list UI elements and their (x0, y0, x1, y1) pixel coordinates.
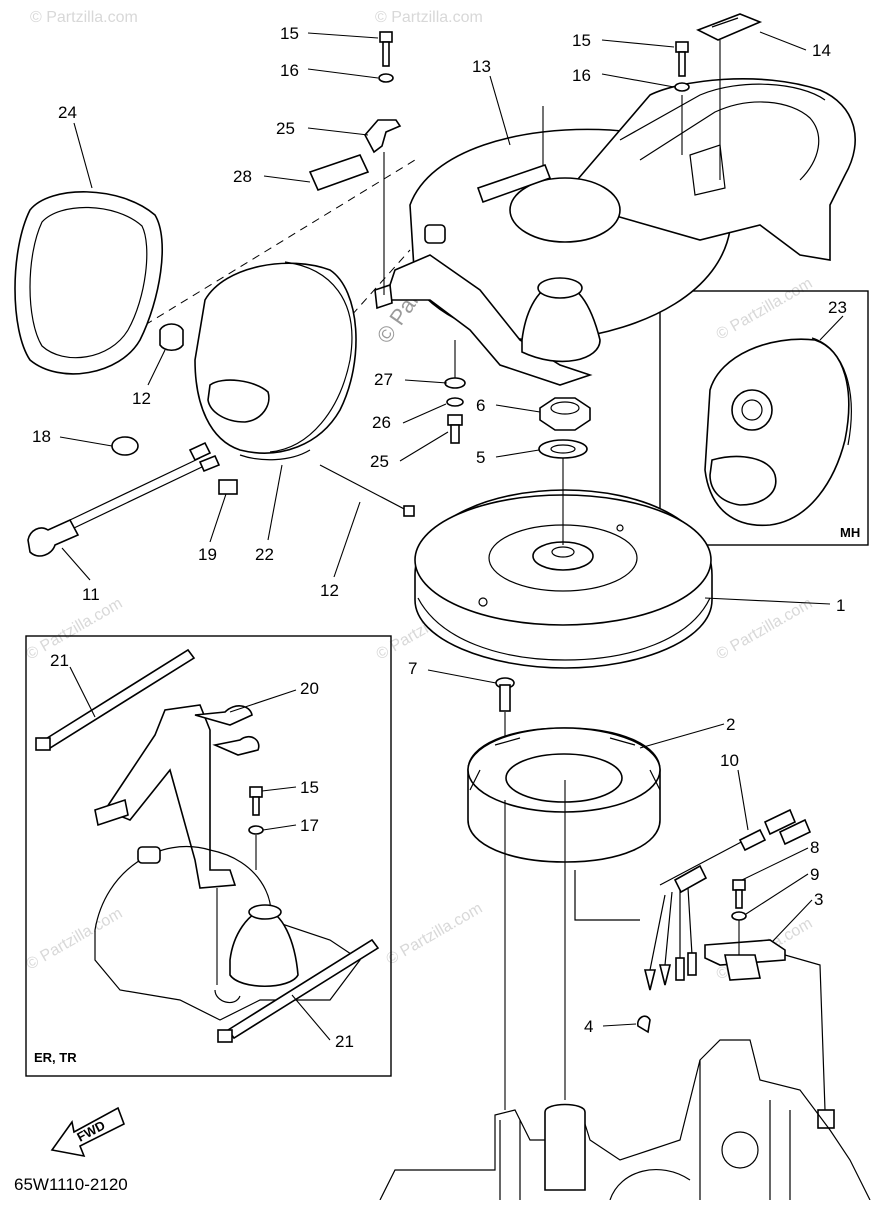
callout-1: 1 (836, 596, 845, 615)
stator-bolt (495, 677, 515, 712)
collar (444, 377, 466, 389)
stator-lead (574, 808, 812, 991)
mh-silencer (704, 337, 852, 527)
bolt-top-left (378, 31, 394, 83)
watermark-text: © Partzilla.com (24, 595, 126, 664)
intake-silencer (194, 261, 357, 461)
er-tr-washer (248, 825, 264, 835)
er-tr-inset-box (25, 635, 392, 1077)
bolt-top-right (674, 41, 690, 92)
watermark-text: © Partzilla.com (24, 905, 126, 974)
flywheel-washer-hole (550, 444, 576, 454)
watermark-text: © Partzilla.com (714, 275, 816, 344)
flywheel-nut (539, 397, 591, 431)
callout-leaders (59, 31, 844, 1041)
woodruff-key (636, 1015, 651, 1034)
callout-20: 21 (50, 651, 69, 670)
mh-inset-label: MH (840, 525, 860, 540)
stator-assembly (467, 727, 661, 863)
callout-5: 5 (476, 448, 485, 467)
callout-3: 3 (814, 890, 823, 909)
callout-7: 7 (408, 659, 417, 678)
mh-inset-box (659, 290, 869, 546)
callout-16: 17 (300, 816, 319, 835)
watermark-text: © Partzilla.com (375, 9, 483, 26)
callout-12: 12 (132, 389, 151, 408)
callout-labels: 15 16 25 28 15 16 14 13 24 12 18 11 19 2… (32, 24, 847, 1051)
bleeder-hose (27, 441, 221, 557)
caution-label (308, 154, 370, 192)
callout-16: 16 (572, 66, 591, 85)
callout-11: 11 (82, 585, 100, 604)
callout-24: 25 (370, 452, 389, 471)
pulser-coil (704, 939, 835, 1129)
label-plate-mark (711, 17, 739, 28)
callout-13: 13 (472, 57, 491, 76)
callout-15: 15 (572, 31, 591, 50)
callout-17: 18 (32, 427, 51, 446)
callout-8: 8 (810, 838, 819, 857)
callout-18: 19 (198, 545, 217, 564)
cover-bolt (447, 414, 463, 444)
watermark-text: © Partzilla.com (30, 9, 138, 26)
spring-washer (446, 397, 464, 407)
er-tr-bolt (249, 786, 263, 816)
callout-6: 6 (476, 396, 485, 415)
cable-tie-upper-head (35, 737, 51, 751)
callout-10: 10 (720, 751, 739, 770)
watermark-text: © Partzilla.com (714, 595, 816, 664)
bracket (364, 119, 402, 154)
flywheel (414, 489, 713, 669)
crankcase (379, 1039, 871, 1201)
callout-20: 21 (335, 1032, 354, 1051)
callout-27: 28 (233, 167, 252, 186)
callout-4: 4 (584, 1017, 593, 1036)
callout-19: 20 (300, 679, 319, 698)
grommet (159, 323, 184, 352)
callout-21: 22 (255, 545, 274, 564)
coil-bolt (732, 879, 746, 909)
diagram-code: 65W1110-2120 (14, 1175, 128, 1194)
cable-tie-head (403, 505, 415, 517)
rubber-seal (14, 191, 164, 375)
callout-21: 23 (828, 298, 847, 317)
forward-arrow-icon: FWD (50, 1106, 126, 1158)
callout-22: 24 (58, 103, 77, 122)
callout-12: 12 (320, 581, 339, 600)
flywheel-cover (374, 78, 856, 386)
pulser-coil-connector (817, 1109, 835, 1129)
cable-tie (319, 464, 411, 513)
watermark-text: © Partzilla.com (384, 900, 486, 969)
callout-25: 26 (372, 413, 391, 432)
er-tr-inset-label: ER, TR (34, 1050, 77, 1065)
callout-9: 9 (810, 865, 819, 884)
callout-15: 15 (300, 778, 319, 797)
callout-26: 27 (374, 370, 393, 389)
tag (218, 479, 238, 495)
er-tr-cover (94, 845, 361, 1021)
callout-16: 16 (280, 61, 299, 80)
blind-plug (111, 436, 139, 456)
reference-line (144, 159, 416, 326)
callout-2: 2 (726, 715, 735, 734)
label-plate (696, 13, 763, 41)
er-tr-bracket (94, 704, 260, 889)
callout-15: 15 (280, 24, 299, 43)
cable-tie-lower-head (217, 1029, 233, 1043)
flywheel-washer (538, 439, 588, 459)
callout-23: 25 (276, 119, 295, 138)
coil-washer (731, 911, 747, 921)
callout-14: 14 (812, 41, 831, 60)
